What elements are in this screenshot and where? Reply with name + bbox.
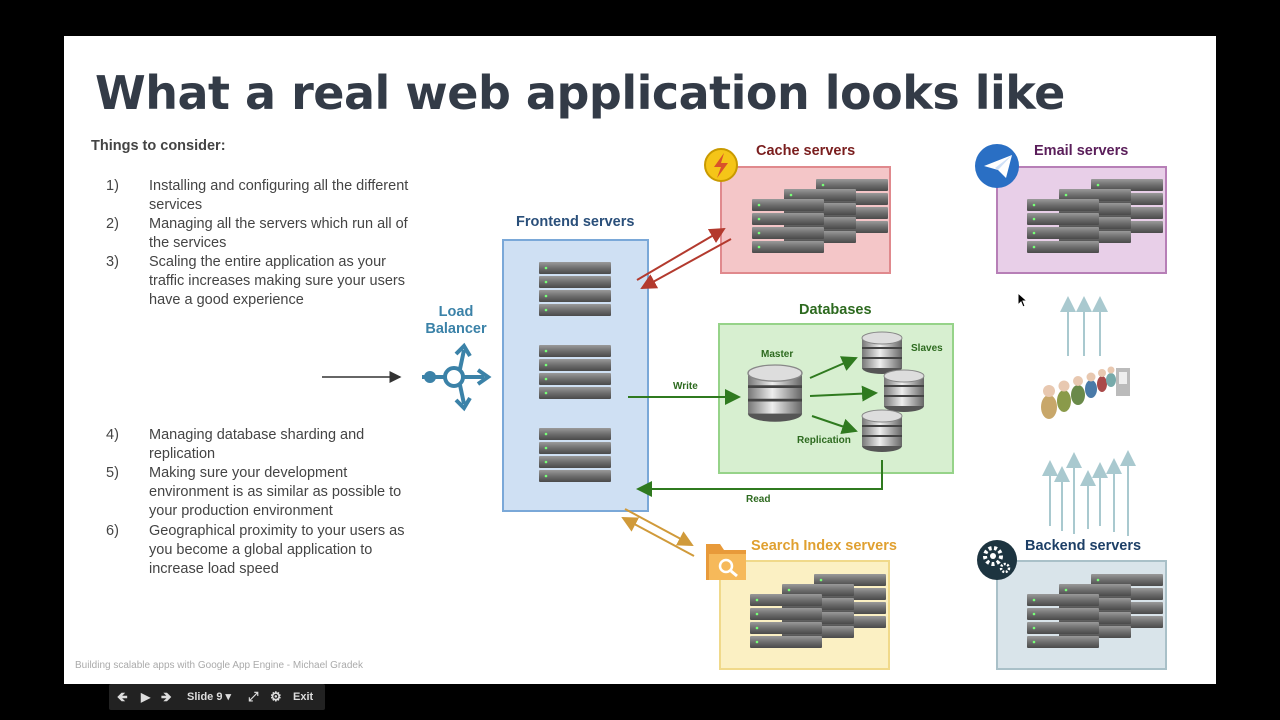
email-flow-arrows <box>1060 296 1108 356</box>
backend-servers-icon <box>1027 574 1163 648</box>
search-folder-icon <box>706 544 746 580</box>
frontend-rack <box>539 262 611 316</box>
chevron-down-icon: ▾ <box>225 691 232 703</box>
slaves-label: Slaves <box>911 343 943 354</box>
slide-footer: Building scalable apps with Google App E… <box>75 660 363 671</box>
replication-arrow <box>811 415 858 435</box>
exit-button[interactable]: Exit <box>293 691 314 703</box>
load-balancer-icon <box>422 342 492 412</box>
databases-label: Databases <box>799 302 872 318</box>
cache-servers-label: Cache servers <box>756 143 856 159</box>
frontend-rack <box>539 428 611 482</box>
master-label: Master <box>761 349 794 360</box>
backend-flow-arrows <box>1042 450 1136 536</box>
considerations-heading: Things to consider: <box>91 138 226 154</box>
fullscreen-exit-icon[interactable]: ⤢ <box>248 689 259 704</box>
read-arrow <box>636 460 883 497</box>
slideshow-controls: 🡸 ▶ 🡺 Slide 9 ▾ ⤢ ⚙ Exit <box>109 684 325 710</box>
queue-people-icon <box>1041 366 1130 419</box>
frontend-servers-label: Frontend servers <box>516 214 635 230</box>
master-db-icon <box>746 363 804 424</box>
diagram-graphics <box>322 144 1216 684</box>
replication-label: Replication <box>797 435 851 446</box>
gear-icon[interactable]: ⚙ <box>270 689 282 704</box>
backend-servers-label: Backend servers <box>1025 538 1142 554</box>
previous-icon[interactable]: 🡸 <box>117 689 128 704</box>
load-balancer-label: Load Balancer <box>425 304 487 337</box>
search-servers-icon <box>750 574 886 648</box>
slave-db-icon <box>883 369 925 413</box>
slide: What a real web application looks like T… <box>64 36 1216 684</box>
replication-arrow <box>809 385 878 402</box>
write-label: Write <box>673 381 698 392</box>
cache-arrow <box>636 227 726 281</box>
search-index-label: Search Index servers <box>751 538 897 554</box>
cache-arrow <box>640 238 732 289</box>
slave-db-icon <box>861 331 903 375</box>
play-icon[interactable]: ▶ <box>141 690 151 704</box>
search-arrow <box>624 508 694 546</box>
next-icon[interactable]: 🡺 <box>161 689 172 704</box>
gear-icon <box>977 540 1017 580</box>
read-label: Read <box>746 494 771 505</box>
mouse-cursor-icon <box>1017 292 1029 308</box>
cache-servers-icon <box>752 179 888 253</box>
replication-arrow <box>809 356 858 379</box>
slave-db-icon <box>861 409 903 453</box>
email-servers-label: Email servers <box>1034 143 1129 159</box>
slide-selector[interactable]: Slide 9 ▾ <box>187 691 232 703</box>
search-arrow <box>621 517 695 557</box>
slide-title: What a real web application looks like <box>95 66 1065 120</box>
email-servers-icon <box>1027 179 1163 253</box>
lightning-icon <box>704 148 738 182</box>
email-icon <box>975 144 1019 188</box>
frontend-rack <box>539 345 611 399</box>
